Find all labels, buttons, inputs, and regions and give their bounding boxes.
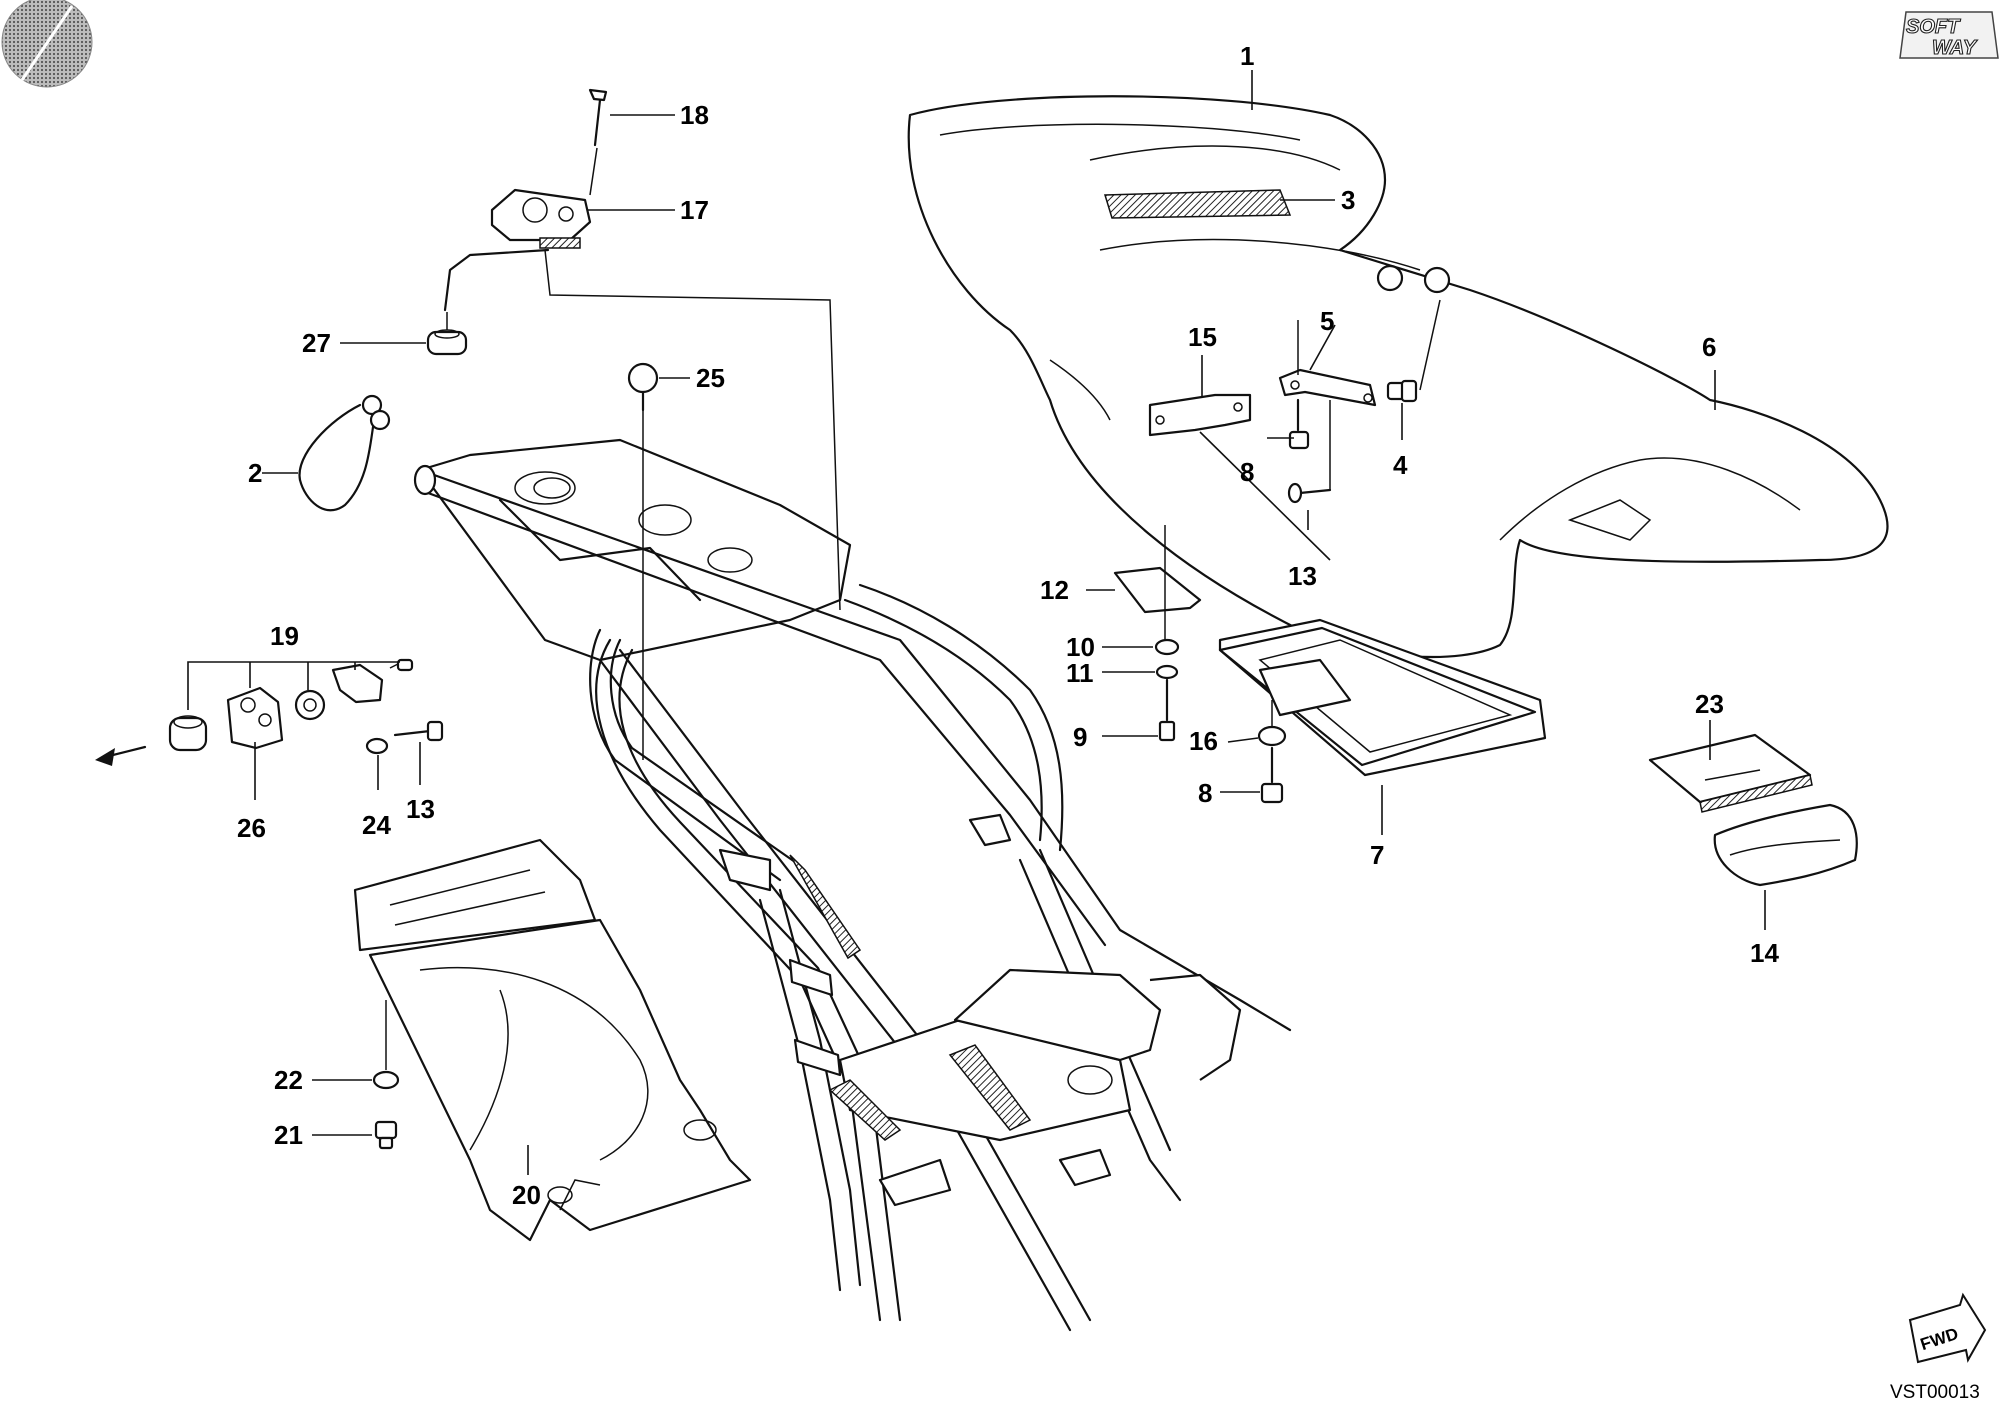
- callout-25: 25: [696, 363, 725, 393]
- callout-21: 21: [274, 1120, 303, 1150]
- corner-disc-icon: [1, 0, 93, 88]
- grommet-part-27: [426, 312, 468, 356]
- spacer-part-4: [1386, 299, 1441, 403]
- callout-19: 19: [270, 621, 299, 651]
- callout-20: 20: [512, 1180, 541, 1210]
- seat-base-part-7: [1218, 618, 1547, 777]
- seat-foam-part-14: [1713, 803, 1858, 887]
- callout-16: 16: [1189, 726, 1218, 756]
- callout-1: 1: [1240, 41, 1254, 71]
- callout-15: 15: [1188, 322, 1217, 352]
- logo-text-soft: SOFT: [1906, 16, 1961, 38]
- direction-arrow-icon: [95, 745, 147, 766]
- callouts: 1 2 3 4 5 6 7 8 8 9 10 11 12 13 13 14 15…: [237, 41, 1779, 1210]
- rear-fender-part-20: [353, 838, 752, 1242]
- drawing-code: VST00013: [1890, 1382, 1980, 1403]
- callout-12: 12: [1040, 575, 1069, 605]
- callout-9: 9: [1073, 722, 1087, 752]
- leader-lines: [254, 70, 1766, 1175]
- callout-7: 7: [1370, 840, 1384, 870]
- logo-text-way: WAY: [1932, 37, 1978, 59]
- callout-26: 26: [237, 813, 266, 843]
- callout-27: 27: [302, 328, 331, 358]
- callout-23: 23: [1695, 689, 1724, 719]
- softway-logo: SOFT WAY: [1899, 11, 1999, 60]
- callout-13a: 13: [1288, 561, 1317, 591]
- callout-14: 14: [1750, 938, 1779, 968]
- washer-part-16: [1257, 700, 1287, 747]
- callout-17: 17: [680, 195, 709, 225]
- callout-22: 22: [274, 1065, 303, 1095]
- bracket-part-5: [1278, 320, 1377, 407]
- screw-part-18: [588, 88, 608, 196]
- cable-part-2: [298, 394, 391, 512]
- callout-8a: 8: [1240, 457, 1254, 487]
- plate-part-12: [1113, 525, 1202, 640]
- washer-part-22: [372, 1000, 400, 1090]
- callout-10: 10: [1066, 632, 1095, 662]
- callout-6: 6: [1702, 332, 1716, 362]
- screw-part-13-upper: [1287, 400, 1332, 504]
- callout-2: 2: [248, 458, 262, 488]
- pin-part-25: [627, 362, 659, 760]
- callout-3: 3: [1341, 185, 1355, 215]
- fwd-arrow-icon: FWD: [1908, 1292, 1987, 1364]
- screw-part-8-upper: [1288, 398, 1310, 450]
- washer-part-10: [1154, 638, 1180, 656]
- callout-4: 4: [1393, 450, 1408, 480]
- callout-24: 24: [362, 810, 391, 840]
- screw-part-9: [1158, 678, 1176, 742]
- callout-18: 18: [680, 100, 709, 130]
- callout-5: 5: [1320, 306, 1334, 336]
- rear-frame: [413, 438, 1292, 1332]
- callout-8b: 8: [1198, 778, 1212, 808]
- seat-lock-part-17: [443, 188, 841, 611]
- screw-part-8-lower: [1260, 746, 1284, 804]
- nut-part-21: [374, 1120, 398, 1150]
- lock-assembly-part-19: [168, 658, 444, 755]
- washer-part-11: [1155, 664, 1179, 680]
- callout-13b: 13: [406, 794, 435, 824]
- callout-11: 11: [1066, 658, 1094, 688]
- seat-cover-part-23: [1648, 733, 1813, 813]
- bracket-part-15: [1148, 393, 1252, 437]
- seat-part-1: [907, 95, 1889, 659]
